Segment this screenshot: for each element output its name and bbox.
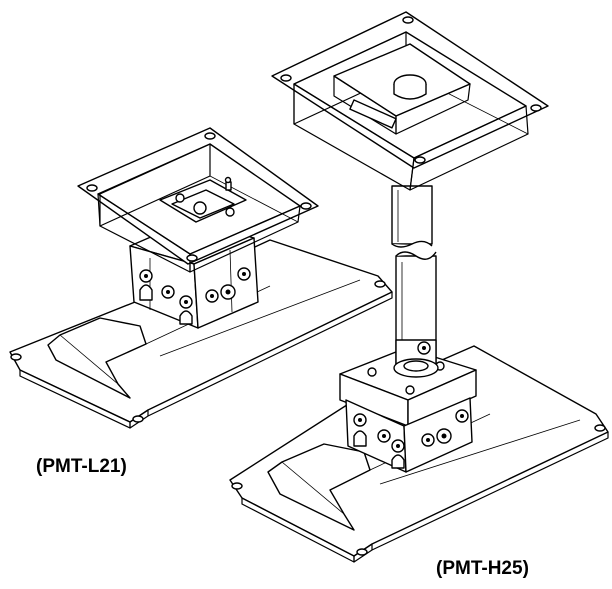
pmt-l21-unit — [9, 127, 393, 429]
right-adjuster-bolt-f — [455, 409, 469, 423]
left-adjuster-bolt-a — [139, 269, 153, 301]
right-adjuster-bolt-c — [391, 439, 405, 469]
left-adjuster-bolt-e — [220, 284, 236, 300]
right-adjuster-bolt-e — [436, 428, 452, 444]
left-adjuster-bolt-b — [161, 285, 175, 299]
right-adjuster-bolt-b — [377, 429, 391, 443]
right-adjuster-bolt-a — [353, 413, 367, 447]
right-mounting-plate — [271, 11, 549, 191]
left-adjuster-bolt-d — [205, 289, 219, 303]
pmt-h25-unit — [229, 11, 609, 563]
left-adjuster-block — [129, 219, 259, 329]
model-label-pmt-h25: (PMT-H25) — [436, 558, 529, 579]
left-adjuster-bolt-c — [179, 295, 193, 325]
right-extension-pipe-lower — [393, 251, 439, 378]
model-label-pmt-l21: (PMT-L21) — [36, 456, 127, 477]
right-adjuster-bolt-d — [421, 433, 435, 447]
left-base-plate — [9, 239, 393, 429]
left-mounting-plate — [77, 127, 319, 273]
left-adjuster-bolt-f — [237, 267, 251, 281]
right-extension-pipe-upper — [391, 185, 433, 248]
